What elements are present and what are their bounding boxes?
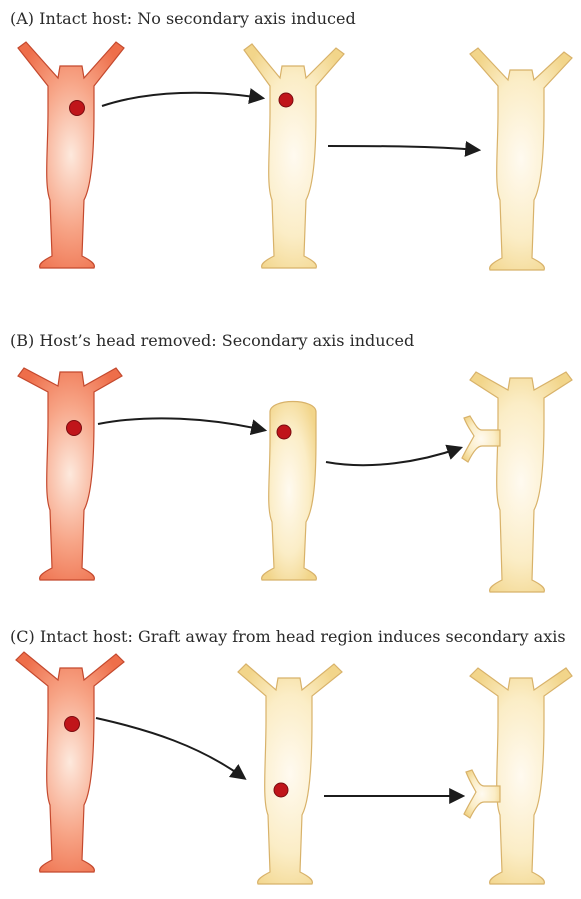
arrow-a-2 bbox=[328, 146, 478, 150]
donor-hydra-c bbox=[16, 652, 124, 872]
panel-b: (B) Host’s head removed: Secondary axis … bbox=[10, 331, 572, 592]
host-hydra-c bbox=[238, 664, 342, 884]
secondary-axis-c bbox=[464, 770, 500, 818]
graft-tissue-b-host bbox=[277, 425, 291, 439]
graft-tissue-b-donor bbox=[67, 421, 82, 436]
panel-c-caption: (C) Intact host: Graft away from head re… bbox=[10, 627, 566, 646]
panel-a-caption: (A) Intact host: No secondary axis induc… bbox=[10, 9, 356, 28]
graft-tissue-c-host bbox=[274, 783, 288, 797]
arrow-b-2 bbox=[326, 448, 460, 465]
graft-tissue-c-donor bbox=[65, 717, 80, 732]
donor-hydra-b bbox=[18, 368, 122, 580]
secondary-axis-b bbox=[462, 416, 500, 462]
result-hydra-c bbox=[464, 668, 572, 884]
arrow-a-1 bbox=[102, 93, 262, 106]
arrow-b-1 bbox=[98, 418, 264, 430]
panel-a: (A) Intact host: No secondary axis induc… bbox=[10, 9, 572, 270]
result-hydra-b bbox=[462, 372, 572, 592]
result-hydra-a bbox=[470, 48, 572, 270]
panel-c: (C) Intact host: Graft away from head re… bbox=[10, 627, 572, 884]
graft-tissue-a-donor bbox=[70, 101, 85, 116]
host-hydra-a bbox=[244, 44, 344, 268]
donor-hydra-a bbox=[18, 42, 124, 268]
arrow-c-1 bbox=[96, 718, 244, 778]
graft-tissue-a-host bbox=[279, 93, 293, 107]
panel-b-caption: (B) Host’s head removed: Secondary axis … bbox=[10, 331, 414, 350]
